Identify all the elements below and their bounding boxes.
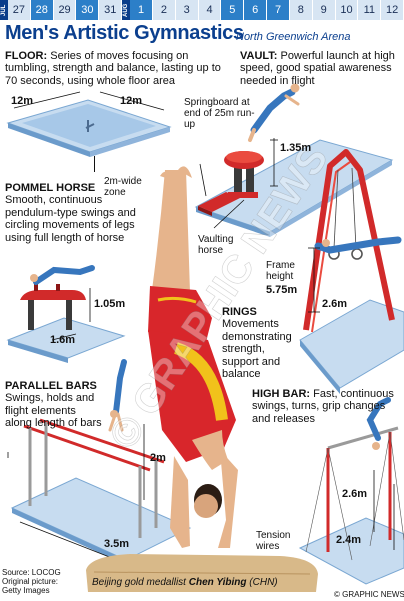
day-10: 10 [335,0,359,20]
parallel-bars-text: Swings, holds and flight elements along … [5,392,102,430]
vault-gymnast [248,83,300,142]
floor-text: Series of moves focusing on tumbling, st… [5,50,221,87]
page-title: Men's Artistic Gymnastics [5,22,244,44]
pommel-horse-length: 1.6m [50,334,76,346]
main-gymnast [148,166,238,548]
parallel-bars-height: 2m [150,452,166,464]
pommel-horse-text: Smooth, continuous pendulum-type swings … [5,194,136,244]
rings-description: RINGS Movements demonstrating strength, … [222,306,302,380]
floor-mat [6,91,172,172]
rings-text: Movements demonstrating strength, suppor… [222,318,292,381]
rings-apparatus [299,149,404,394]
day-2: 2 [152,0,176,20]
source-credit: Source: LOCOG [2,568,61,577]
venue-label: North Greenwich Arena [236,31,351,43]
main-vault-horse [86,554,318,592]
original-picture-credit: Original picture: [2,577,59,587]
vault-text: Powerful launch at high speed, good spat… [240,50,395,87]
day-30: 30 [76,0,100,20]
pommel-horse-heading: POMMEL HORSE [5,182,96,194]
floor-heading: FLOOR: [5,50,48,62]
day-8: 8 [289,0,313,20]
floor-zone-label: 2m-wide zone [104,176,142,198]
day-3: 3 [175,0,199,20]
day-27: 27 [8,0,31,20]
caption-name: Chen Yibing [188,577,247,588]
vaulting-horse-label: Vaulting horse [198,234,234,256]
day-1: 1 [130,0,153,20]
rings-frame-label: Frame height [266,260,295,282]
vault-height: 1.35m [280,142,312,154]
floor-dim-left: 12m [11,95,34,107]
agency-credit: Getty Images [2,586,50,596]
high-bar-description: HIGH BAR: Fast, continuous swings, turns… [252,388,402,425]
photo-caption: Beijing gold medallist Chen Yibing (CHN) [92,577,278,588]
parallel-bars-length: 3.5m [104,538,130,550]
high-bar-text: Fast, continuous swings, turns, grip cha… [252,388,394,425]
pommel-horse-description: POMMEL HORSE Smooth, continuous pendulum… [5,182,155,244]
high-bar-heading: HIGH BAR: [252,388,311,400]
day-6: 6 [244,0,268,20]
copyright-credit: © GRAPHIC NEWS [334,590,404,599]
parallel-bars-apparatus [10,359,192,565]
high-bar-length: 2.4m [336,534,362,546]
caption-prefix: Beijing gold medallist [92,577,186,588]
springboard-label: Springboard at end of 25m run-up [184,97,255,130]
day-28: 28 [30,0,54,20]
date-strip: JUL 27 28 29 30 31 AUG 1 2 3 4 5 6 7 8 9… [0,0,404,20]
pommel-horse-apparatus [6,265,126,363]
rings-height: 2.6m [322,298,348,310]
parallel-bars-heading: PARALLEL BARS [5,380,97,392]
rings-frame-height: 5.75m [266,284,298,296]
tension-wires-label: Tension wires [256,530,291,552]
pommel-horse-height: 1.05m [94,298,126,310]
rings-heading: RINGS [222,306,257,318]
day-11: 11 [358,0,382,20]
day-5: 5 [221,0,245,20]
dimension-lines [7,452,395,550]
high-bar-apparatus [298,397,404,585]
caption-suffix: (CHN) [249,577,278,588]
day-29: 29 [53,0,77,20]
day-9: 9 [312,0,336,20]
day-4: 4 [198,0,222,20]
credits-block: Source: LOCOG Original picture: Getty Im… [2,568,86,596]
parallel-bars-description: PARALLEL BARS Swings, holds and flight e… [5,380,105,430]
vault-description: VAULT: Powerful launch at high speed, go… [240,50,402,87]
vault-heading: VAULT: [240,50,278,62]
day-7: 7 [267,0,290,20]
floor-dim-right: 12m [120,95,143,107]
floor-description: FLOOR: Series of moves focusing on tumbl… [5,50,225,87]
day-31: 31 [99,0,123,20]
high-bar-height: 2.6m [342,488,368,500]
